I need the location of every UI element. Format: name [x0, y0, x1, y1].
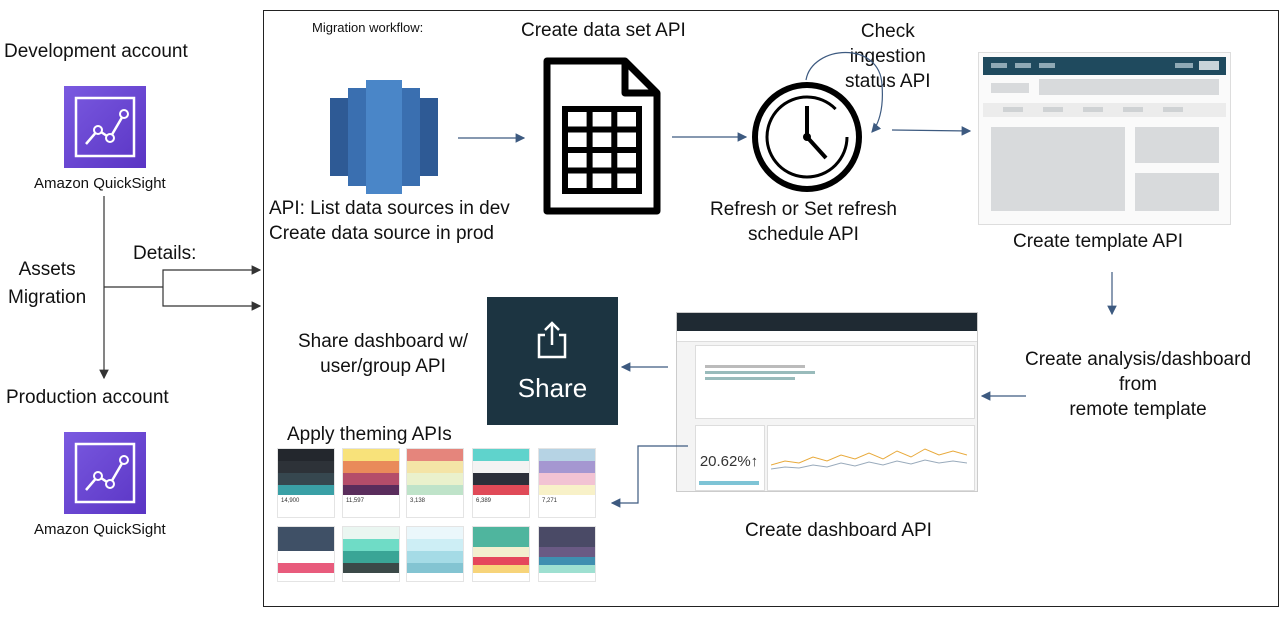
dashboard-label: Create dashboard API [745, 520, 932, 541]
theme-swatch: 6,389 [472, 448, 530, 518]
clock-icon [752, 82, 862, 192]
template-label: Create template API [1013, 231, 1184, 252]
workflow-frame [263, 10, 1279, 607]
theme-swatch [277, 526, 335, 582]
details-label: Details: [133, 243, 197, 264]
kpi-value: 20.62%↑ [699, 453, 759, 470]
theme-swatch: 7,271 [538, 448, 596, 518]
theme-count: 3,138 [410, 498, 426, 504]
analysis-label: Create analysis/dashboard from remote te… [1024, 349, 1252, 420]
dev-app-label: Amazon QuickSight [34, 175, 166, 192]
share-tile: Share [487, 297, 618, 425]
theme-swatch [406, 526, 464, 582]
assets-migration-label: Assets Migration [8, 259, 87, 308]
theme-count: 11,597 [346, 498, 364, 504]
workflow-title: Migration workflow: [312, 20, 424, 35]
dev-account-label: Development account [4, 41, 188, 62]
quicksight-icon [64, 432, 146, 514]
quicksight-icon [64, 86, 146, 168]
prod-app-label: Amazon QuickSight [34, 521, 166, 538]
dashboard-preview: 20.62%↑ [676, 312, 978, 492]
theme-swatch [342, 526, 400, 582]
theme-count: 6,389 [476, 498, 492, 504]
theme-swatch: 14,900 [277, 448, 335, 518]
ingestion-label: Check ingestion status API [845, 21, 931, 92]
dataset-document-icon [543, 57, 661, 215]
theme-count: 7,271 [542, 498, 558, 504]
prod-account-label: Production account [6, 387, 169, 408]
theme-swatch: 3,138 [406, 448, 464, 518]
theming-label: Apply theming APIs [287, 424, 452, 445]
theme-swatch [538, 526, 596, 582]
template-wireframe [978, 52, 1231, 225]
datasource-label: API: List data sources in dev Create dat… [269, 198, 510, 244]
share-tile-text: Share [517, 373, 588, 403]
dataset-label: Create data set API [521, 20, 686, 41]
share-label: Share dashboard w/ user/group API [298, 331, 469, 377]
share-icon [537, 321, 567, 359]
refresh-label: Refresh or Set refresh schedule API [710, 199, 897, 245]
theme-swatch: 11,597 [342, 448, 400, 518]
theme-count: 14,900 [281, 498, 300, 504]
datasource-icon [330, 80, 438, 194]
theme-swatch [472, 526, 530, 582]
